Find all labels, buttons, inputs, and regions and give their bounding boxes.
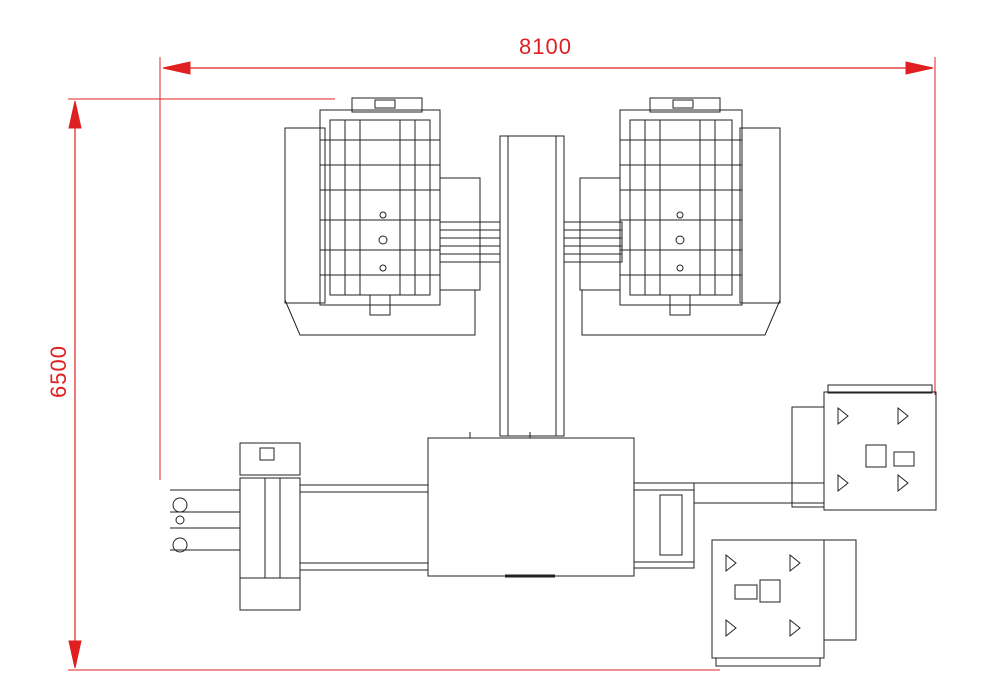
dimension-lines [68,57,936,671]
central-unit [427,432,635,578]
center-conveyor [499,135,565,437]
arrow-down-icon [68,640,82,669]
arrow-up-icon [68,100,82,129]
packing-unit-top [791,384,937,511]
upper-left-machine [284,97,501,336]
arrow-left-icon [162,61,191,75]
arrow-right-icon [905,61,934,75]
packing-unit-bottom [711,539,857,667]
upper-right-machine [563,97,781,336]
left-feeder [170,442,429,611]
right-conveyor [633,482,825,569]
height-dimension-label: 6500 [46,345,71,398]
machine-outline [170,97,937,667]
width-dimension-label: 8100 [519,34,572,59]
